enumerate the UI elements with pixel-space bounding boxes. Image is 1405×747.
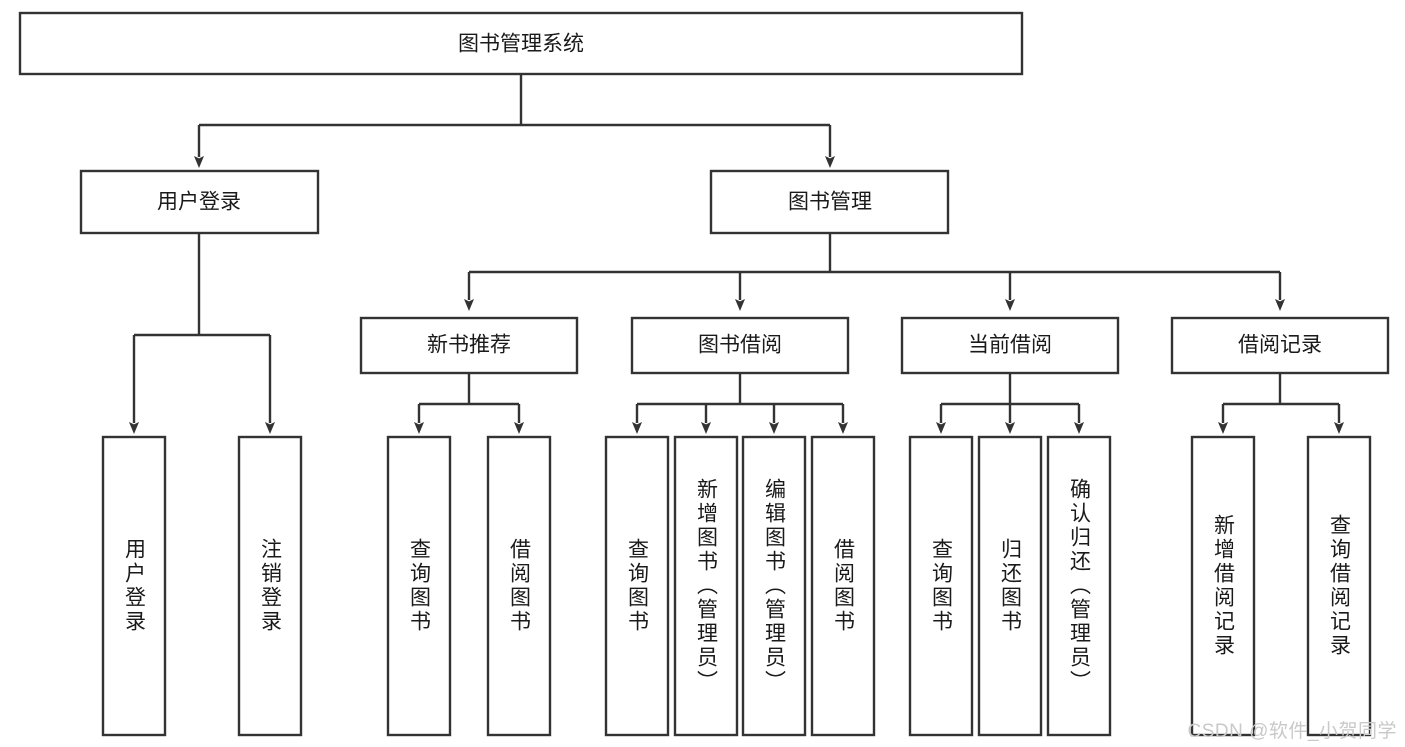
node-user-login[interactable]: 用户登录 [79,169,320,235]
node-book-manage-label: 图书管理 [788,191,872,214]
node-book-borrow[interactable]: 图书借阅 [630,316,850,375]
node-book-manage-box[interactable] [709,169,950,235]
node-title-box[interactable] [18,11,1024,76]
node-title-label: 图书管理系统 [458,33,584,56]
leaf-box-add-book[interactable] [673,435,739,737]
csdn-watermark: CSDN @软件_小贺同学 [1187,721,1397,742]
leaf-box-query-book-1[interactable] [386,435,452,737]
node-borrow-record-box[interactable] [1170,316,1390,375]
node-book-manage[interactable]: 图书管理 [709,169,950,235]
leaf-box-query-book-2[interactable] [604,435,670,737]
node-borrow-record[interactable]: 借阅记录 [1170,316,1390,375]
leaf-box-edit-book[interactable] [741,435,807,737]
node-new-book-recommend-box[interactable] [359,316,579,375]
leaf-box-query-record[interactable] [1306,435,1372,737]
leaf-box-add-record[interactable] [1190,435,1256,737]
node-borrow-record-label: 借阅记录 [1238,334,1322,357]
node-user-login-box[interactable] [79,169,320,235]
node-book-borrow-label: 图书借阅 [698,334,782,357]
leaf-box-borrow-book-2[interactable] [810,435,876,737]
leaf-box-layer [101,435,1372,737]
connector-layer [129,74,1344,434]
leaf-box-confirm-return[interactable] [1046,435,1112,737]
node-current-borrow-label: 当前借阅 [968,334,1052,357]
node-current-borrow[interactable]: 当前借阅 [900,316,1120,375]
node-new-book-recommend[interactable]: 新书推荐 [359,316,579,375]
node-user-login-label: 用户登录 [157,191,241,214]
node-book-borrow-box[interactable] [630,316,850,375]
leaf-box-user-login[interactable] [101,435,167,737]
leaf-box-borrow-book-1[interactable] [486,435,552,737]
node-title[interactable]: 图书管理系统 [18,11,1024,76]
node-new-book-recommend-label: 新书推荐 [427,334,511,357]
node-current-borrow-box[interactable] [900,316,1120,375]
leaf-box-logout-login[interactable] [237,435,303,737]
leaf-box-return-book[interactable] [977,435,1043,737]
leaf-box-query-book-3[interactable] [908,435,974,737]
